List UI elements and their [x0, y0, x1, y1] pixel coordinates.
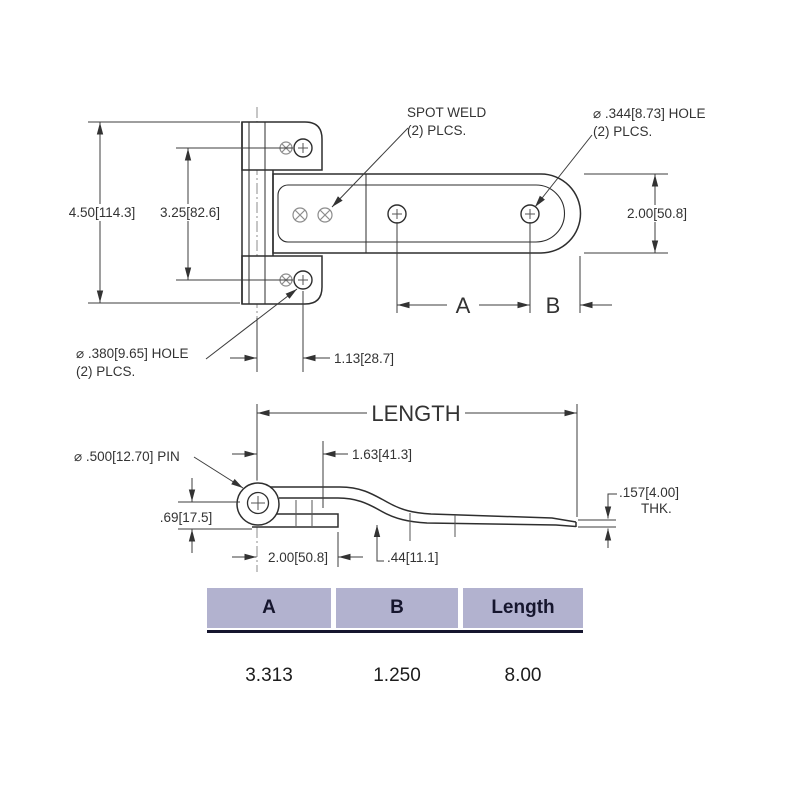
dim-a-text: A: [456, 293, 471, 318]
table-header-a: A: [207, 588, 331, 628]
dim-offset-text: 1.13[28.7]: [334, 351, 394, 366]
spot-weld-label-2: (2) PLCS.: [407, 123, 466, 138]
table-header-length: Length: [463, 588, 583, 628]
dim-69-text: .69[17.5]: [160, 510, 213, 525]
table-value-b: 1.250: [373, 665, 421, 686]
top-view-part: [241, 107, 582, 318]
hole-380-label-2: (2) PLCS.: [76, 364, 135, 379]
strap-top-edge: [270, 486, 577, 523]
pin-leader: [193, 456, 244, 489]
tab-hole-top: [293, 138, 313, 158]
hole-344-leader: [534, 134, 593, 208]
dim-hole-span-text: 3.25[82.6]: [160, 205, 220, 220]
side-view-dimensions: [178, 404, 617, 567]
length-dim-text: LENGTH: [371, 401, 460, 426]
hole-380-label-1: ⌀ .380[9.65] HOLE: [76, 346, 188, 361]
strap-inner-outline: [277, 184, 565, 243]
dim-width-text: 2.00[50.8]: [627, 206, 687, 221]
strap-outline: [272, 173, 582, 254]
top-view-dimensions: [88, 121, 668, 372]
dim-200-text: 2.00[50.8]: [268, 550, 328, 565]
dim-b-text: B: [546, 293, 561, 318]
dim-163-text: 1.63[41.3]: [352, 447, 412, 462]
lower-leaf: [252, 513, 339, 528]
thk-text-2: THK.: [641, 501, 672, 516]
text-backplates: [62, 204, 695, 525]
table-underline: [207, 630, 583, 633]
weld-symbol-strap-2: [317, 207, 333, 223]
hole-344-label-1: ⌀ .344[8.73] HOLE: [593, 106, 705, 121]
strap-bottom-edge: [279, 497, 577, 528]
top-tab: [241, 121, 323, 171]
drawing-text: 4.50[114.3] 3.25[82.6] 2.00[50.8] A B 1.…: [69, 105, 706, 565]
dim-44-text: .44[11.1]: [387, 550, 439, 565]
dim-height-text: 4.50[114.3]: [69, 205, 136, 220]
weld-symbol-strap-1: [292, 207, 308, 223]
thk-text-1: .157[4.00]: [619, 485, 679, 500]
table-value-a: 3.313: [245, 665, 293, 686]
pin-circle: [246, 491, 270, 515]
spot-weld-label-1: SPOT WELD: [407, 105, 487, 120]
hole-344-label-2: (2) PLCS.: [593, 124, 652, 139]
table-value-length: 8.00: [504, 665, 542, 686]
spot-weld-leader: [331, 127, 409, 208]
hole-380-leader: [205, 288, 298, 360]
pin-label-text: ⌀ .500[12.70] PIN: [74, 449, 180, 464]
table-header-b: B: [336, 588, 458, 628]
side-view-part: [236, 470, 577, 572]
top-view-holes: [279, 138, 540, 290]
tab-hole-bottom: [293, 270, 313, 290]
